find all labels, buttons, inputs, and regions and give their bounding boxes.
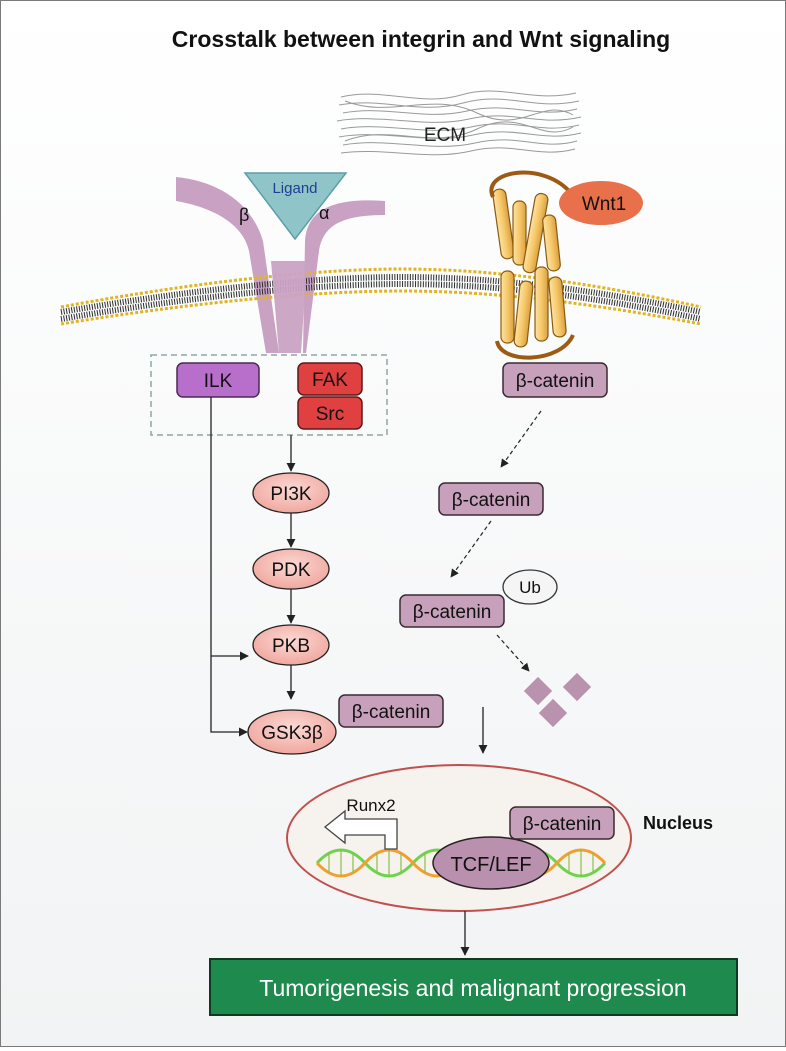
wnt-receptor xyxy=(489,170,575,360)
ligand-label: Ligand xyxy=(272,180,317,197)
pkb-node xyxy=(252,624,330,666)
ecm-label: ECM xyxy=(424,125,466,146)
tcf-lef-label: TCF/LEF xyxy=(450,854,531,876)
pi3k-label: PI3K xyxy=(270,484,312,505)
membrane-beta-catenin-label: β-catenin xyxy=(516,371,595,392)
adhesion-complex-box xyxy=(150,354,388,436)
ilk-label: ILK xyxy=(204,371,233,392)
integrin-stem xyxy=(271,261,307,353)
nucleus-beta-catenin-box xyxy=(509,806,615,840)
gsk3b-node xyxy=(247,709,337,755)
src-node xyxy=(297,396,363,430)
wnt1-ligand xyxy=(559,181,643,225)
integrin-pathway-arrows xyxy=(210,397,296,737)
pi3k-node xyxy=(252,472,330,514)
integrin-beta-label: β xyxy=(239,205,249,225)
gsk-beta-catenin-label: β-catenin xyxy=(352,702,431,723)
integrin-alpha-label: α xyxy=(319,203,329,223)
integrin-receptor xyxy=(176,177,385,353)
cytoplasm-beta-catenin-label-1: β-catenin xyxy=(452,490,531,511)
src-label: Src xyxy=(316,404,345,425)
cell-membrane xyxy=(60,267,702,326)
nucleus-label: Nucleus xyxy=(643,813,713,833)
runx2-label: Runx2 xyxy=(346,796,395,815)
ubiquitin-node xyxy=(502,569,558,605)
ecm-fibers xyxy=(336,90,582,156)
membrane-beta-catenin-box xyxy=(502,362,608,398)
degraded-fragments xyxy=(523,672,592,728)
outcome-label: Tumorigenesis and malignant progression xyxy=(259,975,686,1001)
diagram-title: Crosstalk between integrin and Wnt signa… xyxy=(172,26,670,52)
cytoplasm-beta-catenin-box-2 xyxy=(399,594,505,628)
pkb-label: PKB xyxy=(272,636,310,657)
ilk-node xyxy=(176,362,260,398)
ubiquitin-label: Ub xyxy=(519,578,541,597)
tcf-lef-node xyxy=(432,836,550,890)
pdk-label: PDK xyxy=(271,560,310,581)
nucleus xyxy=(286,764,632,912)
gsk3b-label: GSK3β xyxy=(261,723,323,744)
cytoplasm-beta-catenin-label-2: β-catenin xyxy=(413,602,492,623)
degradation-arrows xyxy=(450,410,542,672)
fak-node xyxy=(297,362,363,396)
outcome-box xyxy=(209,958,738,1016)
gsk-beta-catenin-box xyxy=(338,694,444,728)
pdk-node xyxy=(252,548,330,590)
fak-label: FAK xyxy=(312,370,348,391)
runx2-transcription-arrow xyxy=(323,809,398,850)
wnt1-label: Wnt1 xyxy=(582,194,626,215)
ligand-triangle xyxy=(243,172,348,241)
cytoplasm-beta-catenin-box-1 xyxy=(438,482,544,516)
nucleus-beta-catenin-label: β-catenin xyxy=(523,814,602,835)
